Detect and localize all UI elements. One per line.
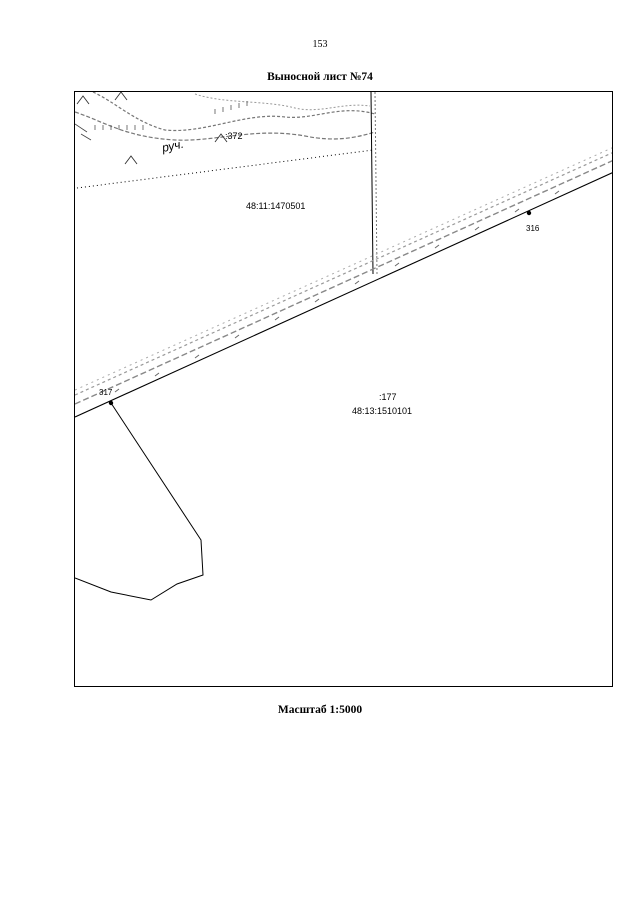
parcel-177-label: :177 (379, 392, 397, 402)
map-canvas: руч. :372 316 317 48:11:1470501 :177 48:… (75, 92, 612, 601)
parcel-177-boundary-line (75, 172, 612, 418)
boundary-point-316 (526, 210, 532, 216)
vertical-boundary-line (370, 92, 374, 275)
stream-label: руч. (160, 137, 185, 155)
scale-caption: Масштаб 1:5000 (277, 704, 363, 716)
map-frame: руч. :372 316 317 48:11:1470501 :177 48:… (74, 91, 613, 687)
parcel-372-label: :372 (225, 131, 243, 141)
lower-left-parcel-boundary (75, 402, 204, 601)
quarter-upper-label: 48:11:1470501 (246, 201, 305, 211)
parcel-372-area: руч. :372 (75, 92, 376, 189)
quarter-lower-label: 48:13:1510101 (352, 406, 412, 416)
sheet-title: Выносной лист №74 (267, 71, 373, 83)
page-number: 153 (312, 39, 328, 50)
boundary-point-317 (108, 400, 114, 406)
road-strip (75, 147, 612, 405)
point-316-label: 316 (526, 224, 540, 233)
point-317-label: 317 (99, 388, 113, 397)
